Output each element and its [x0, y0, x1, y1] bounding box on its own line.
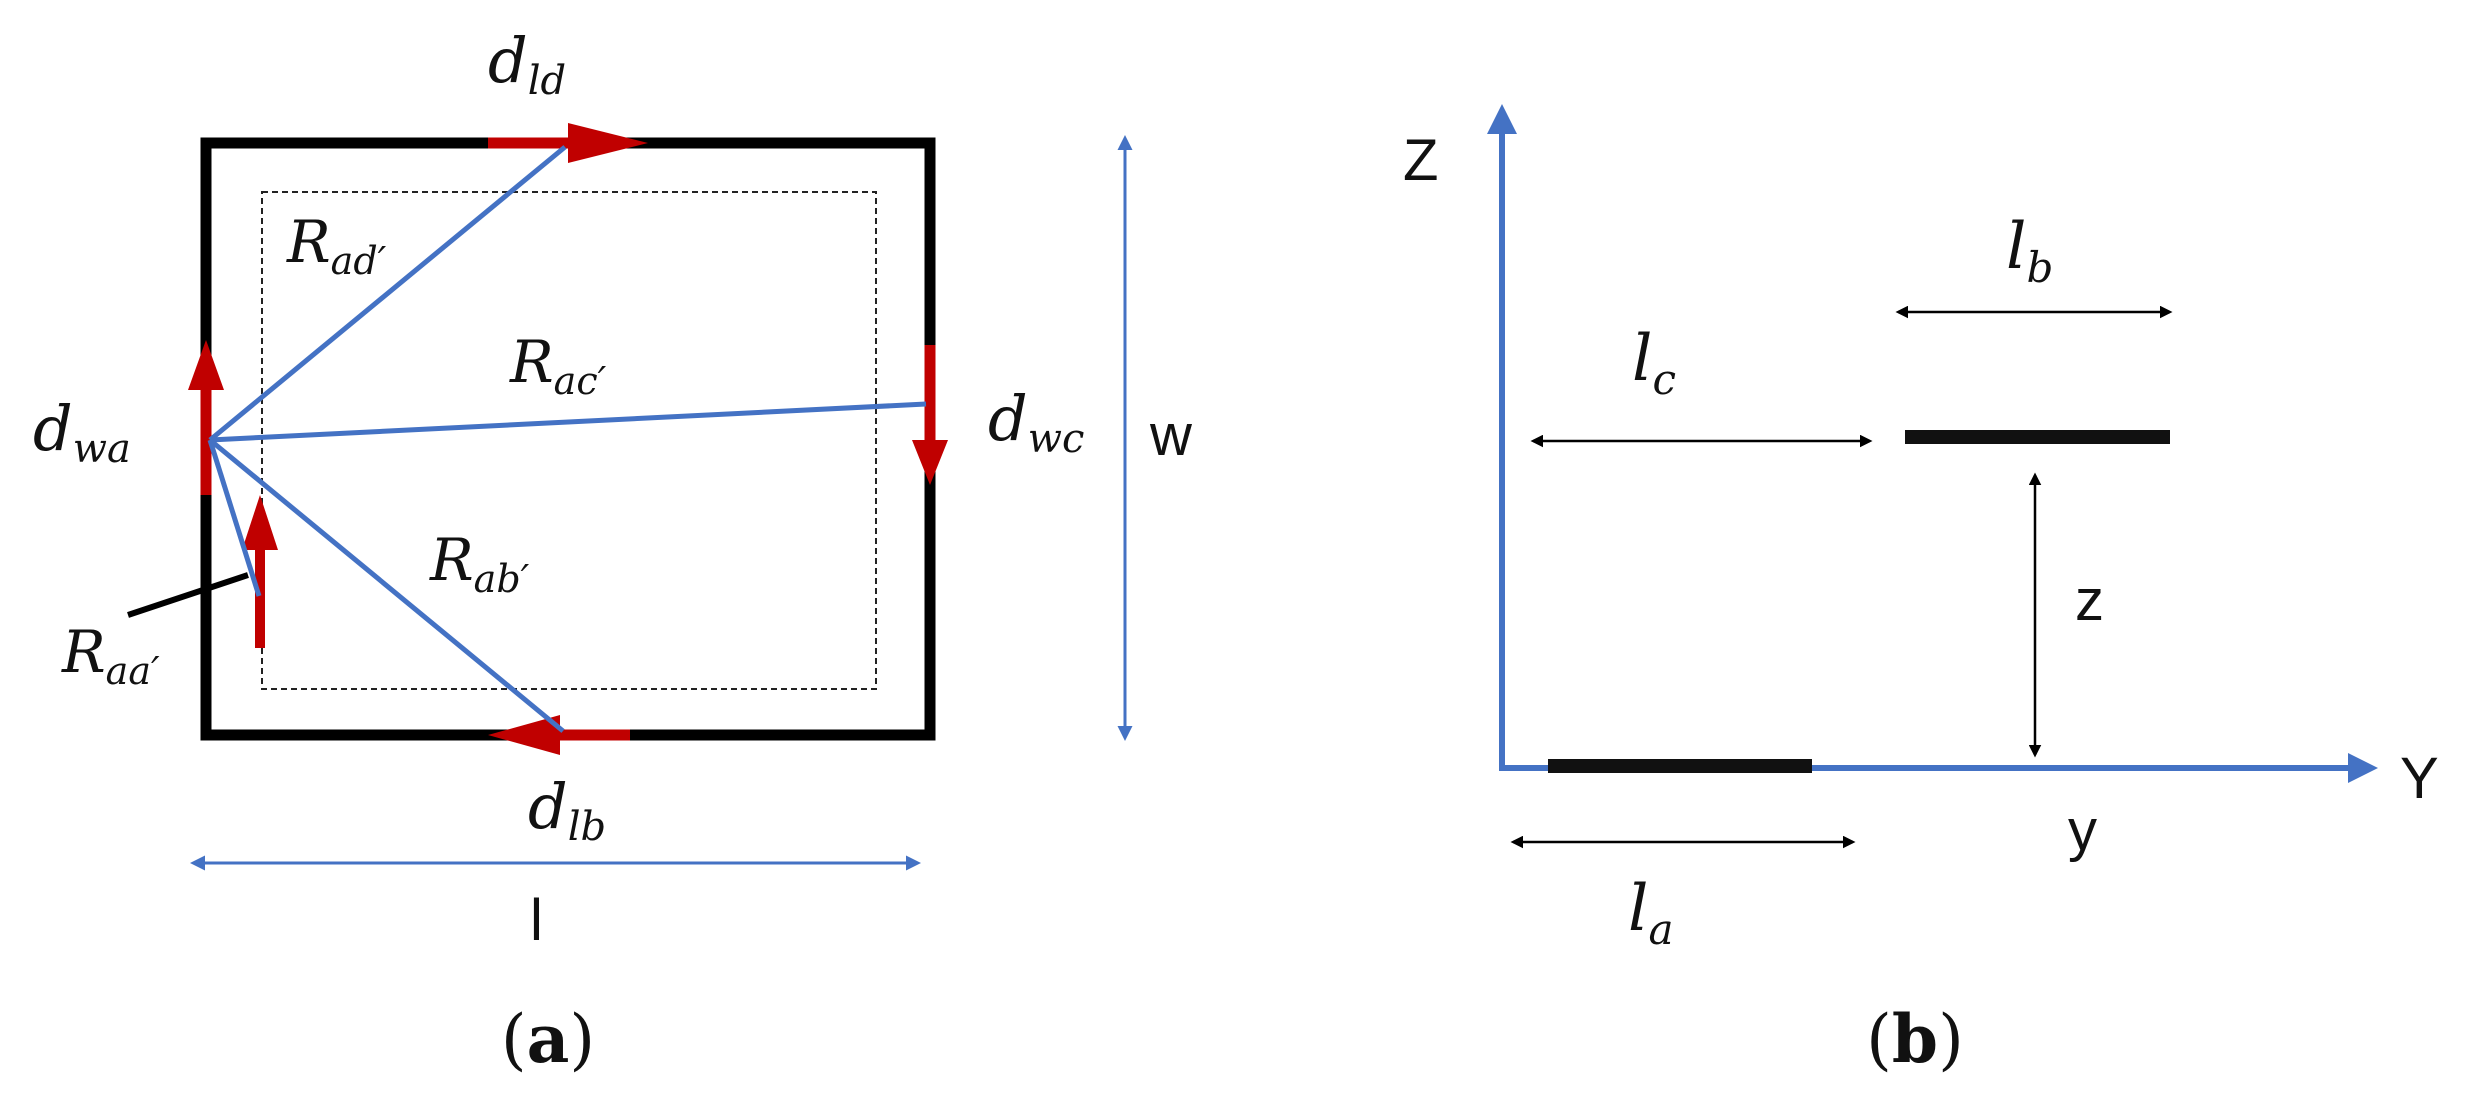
label-d-wc: dwc: [988, 382, 1084, 462]
label-d-wa: dwa: [33, 392, 131, 472]
label-d-lb: dlb: [528, 770, 606, 850]
label-l: l: [530, 888, 543, 953]
current-arrow-right-icon: [912, 440, 948, 485]
label-z: z: [2075, 568, 2104, 633]
label-r-ab: Rab′: [429, 526, 530, 601]
distance-line-ad: [208, 145, 567, 442]
caption-b: (b): [1866, 1000, 1964, 1078]
current-arrow-aa-icon: [242, 495, 278, 550]
current-arrow-left-icon: [188, 340, 224, 390]
current-arrow-bottom-icon: [488, 715, 560, 755]
distance-line-aa: [207, 439, 262, 597]
inner-dashed-boundary: [261, 191, 877, 690]
label-r-ad: Rad′: [286, 208, 387, 283]
label-l-c: lc: [1632, 322, 1676, 404]
panel-a: dld Rad′ Rac′ dwa dwc w Rab′ Raa′ dlb l …: [33, 24, 1193, 1078]
leader-line-raa: [127, 572, 249, 618]
label-r-aa: Raa′: [61, 618, 160, 693]
panel-b: Z Y lb lc z y la (b): [1403, 104, 2439, 1078]
current-arrow-top-icon: [568, 123, 648, 163]
axis-label-z: Z: [1403, 128, 1438, 193]
axis-label-y: Y: [2400, 746, 2439, 811]
label-r-ac: Rac′: [509, 328, 607, 403]
label-w: w: [1149, 403, 1193, 468]
label-l-b: lb: [2006, 210, 2053, 292]
label-l-a: la: [1628, 872, 1674, 954]
label-d-ld: dld: [488, 24, 566, 104]
caption-a: (a): [501, 1000, 595, 1078]
distance-line-ab: [208, 438, 565, 733]
label-y: y: [2068, 798, 2097, 863]
distance-line-ac: [209, 401, 927, 443]
